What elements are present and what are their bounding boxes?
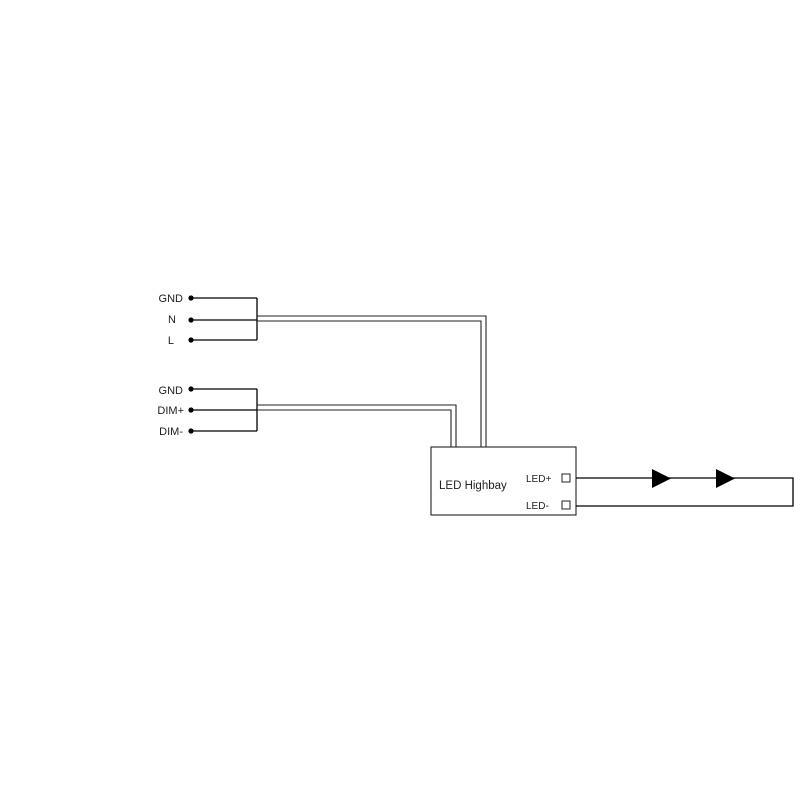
dim-label-gnd: GND [159, 385, 184, 397]
mains-cable [257, 315, 487, 447]
dim-terminal-group: GND DIM+ DIM- [157, 385, 258, 438]
driver-output-plus-label: LED+ [526, 474, 551, 485]
led-driver-box: LED Highbay LED+ LED- [430, 446, 577, 516]
mains-terminal-group: GND N L [159, 293, 258, 347]
dim-cable [257, 404, 457, 447]
mains-label-n: N [168, 314, 176, 326]
driver-output-plus-terminal [561, 473, 571, 483]
dim-label-plus: DIM+ [157, 405, 184, 417]
mains-label-l: L [168, 335, 174, 347]
dim-label-minus: DIM- [159, 426, 183, 438]
led-plus-wire [576, 477, 794, 507]
mains-label-gnd: GND [159, 293, 184, 305]
driver-output-minus-terminal [561, 500, 571, 510]
driver-name: LED Highbay [439, 480, 507, 492]
led-diode-icon [652, 469, 671, 488]
driver-output-minus-label: LED- [526, 501, 549, 512]
led-diode-icon [716, 469, 735, 488]
led-output-loop [576, 469, 794, 507]
